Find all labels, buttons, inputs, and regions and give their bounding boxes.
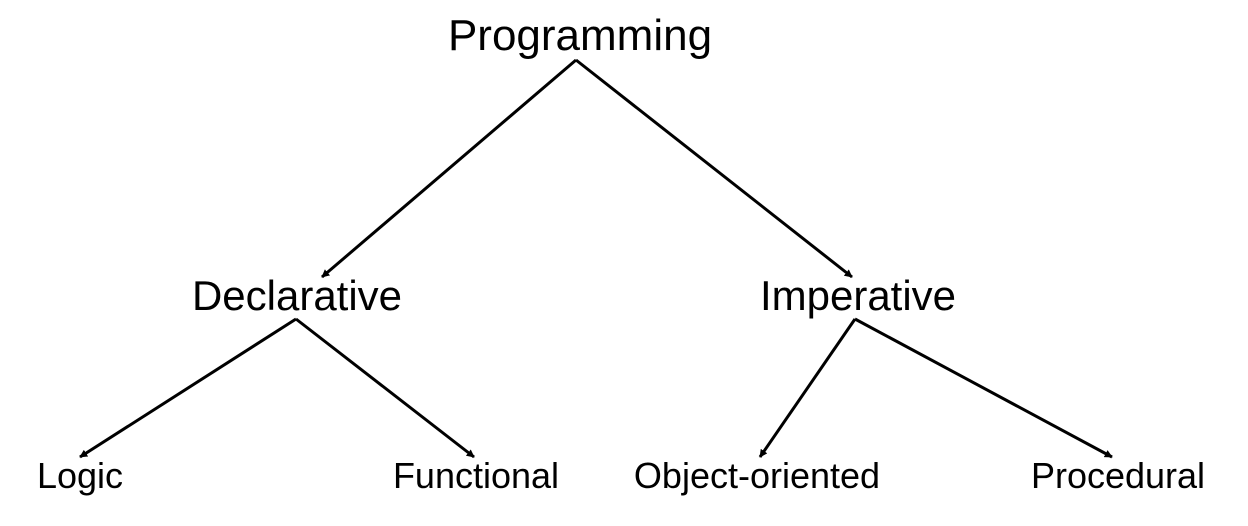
node-logic: Logic [36,455,124,496]
node-object-oriented: Object-oriented [633,455,881,496]
node-imperative: Imperative [759,272,957,319]
node-programming: Programming [447,11,713,60]
edge-declarative-functional [295,317,475,459]
node-procedural: Procedural [1030,455,1206,496]
edge-imperative-object-oriented [758,318,857,458]
edge-programming-imperative [575,58,853,279]
node-declarative: Declarative [191,272,403,319]
edge-imperative-procedural [854,317,1113,459]
edge-programming-declarative [321,58,577,279]
edge-declarative-logic [79,317,297,459]
node-functional: Functional [392,455,560,496]
